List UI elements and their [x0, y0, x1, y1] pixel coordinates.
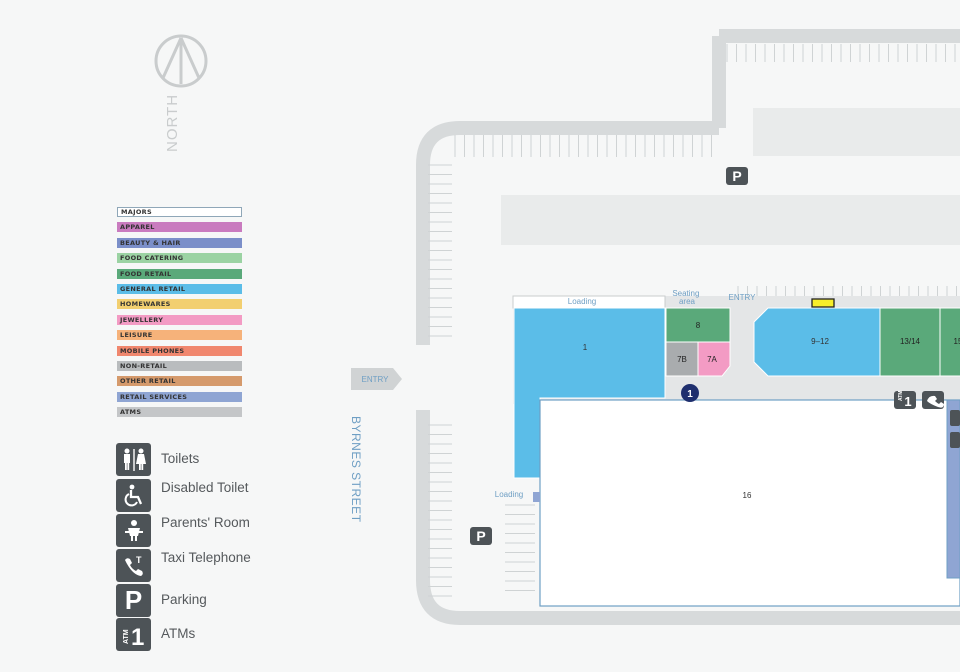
- svg-text:P: P: [732, 168, 741, 184]
- compass-label: NORTH: [164, 94, 181, 152]
- svg-text:1: 1: [904, 394, 911, 409]
- svg-text:1: 1: [131, 624, 144, 648]
- parking-badge[interactable]: P: [470, 527, 492, 545]
- seating-area-label: Seating area: [672, 289, 701, 306]
- svg-text:P: P: [476, 528, 485, 544]
- toilets-icon: [116, 443, 151, 476]
- legend-category: LEISURE: [117, 330, 242, 341]
- legend-parents-room-label: Parents' Room: [161, 515, 250, 530]
- loading-bottom-label: Loading: [495, 490, 523, 499]
- legend-category: FOOD RETAIL: [117, 268, 242, 279]
- parking-block: [501, 195, 960, 245]
- amenity-icon-partial: [950, 410, 960, 426]
- shop-7a[interactable]: [697, 341, 731, 377]
- atm-map-icon[interactable]: ATM 1: [894, 391, 916, 409]
- shop-7b[interactable]: [665, 341, 699, 377]
- legend-category: JEWELLERY: [117, 314, 242, 325]
- shop-13-14-label: 13/14: [900, 337, 921, 346]
- seating-area-text: Seating: [672, 289, 699, 298]
- parking-badge[interactable]: P: [726, 167, 748, 185]
- legend-category: RETAIL SERVICES: [117, 391, 242, 402]
- shop-9-12-label: 9–12: [811, 337, 829, 346]
- shop-15-label: 15: [954, 337, 960, 346]
- taxi-telephone-map-icon[interactable]: [922, 391, 944, 409]
- shop-16[interactable]: [539, 399, 960, 607]
- street-label: BYRNES STREET: [349, 416, 363, 523]
- entry-west-arrow: [351, 368, 402, 390]
- amenity-icon-partial: [950, 432, 960, 448]
- legend-category: MOBILE PHONES: [117, 345, 242, 356]
- shop-8-label: 8: [696, 321, 701, 330]
- legend-category: ATMS: [117, 407, 242, 418]
- svg-text:ATM: ATM: [898, 391, 904, 401]
- disabled-toilet-icon: [116, 479, 151, 512]
- yellow-marker: [811, 298, 835, 308]
- loading-top-label: Loading: [568, 297, 596, 306]
- legend-disabled-toilet-label: Disabled Toilet: [161, 480, 249, 495]
- shop-1-label: 1: [583, 343, 588, 352]
- shop-retail-services[interactable]: [946, 399, 960, 579]
- legend-category: APPAREL: [117, 222, 242, 233]
- svg-text:T: T: [136, 555, 142, 565]
- compass: NORTH: [154, 34, 208, 152]
- carpark-outline: [416, 29, 960, 625]
- shop-13-14[interactable]: [879, 307, 941, 377]
- legend-category: GENERAL RETAIL: [117, 284, 242, 294]
- svg-text:ATM: ATM: [123, 629, 130, 644]
- legend-category: MAJORS: [117, 207, 242, 217]
- legend-category: NON-RETAIL: [117, 361, 242, 371]
- location-marker[interactable]: [681, 384, 699, 402]
- legend-category: HOMEWARES: [117, 299, 242, 310]
- shop-16-label: 16: [743, 491, 752, 500]
- shop-15[interactable]: [939, 307, 960, 377]
- legend-category: BEAUTY & HAIR: [117, 237, 242, 248]
- taxi-telephone-icon: T: [116, 549, 151, 582]
- parking-icon: P: [116, 584, 151, 617]
- legend-category: OTHER RETAIL: [117, 376, 242, 387]
- shop-7b-label: 7B: [677, 355, 687, 364]
- shop-8[interactable]: [665, 307, 731, 343]
- shop-1[interactable]: [513, 307, 666, 479]
- legend-category: FOOD CATERING: [117, 253, 242, 264]
- legend-parking-label: Parking: [161, 592, 207, 607]
- legend-taxi-telephone-label: Taxi Telephone: [161, 550, 251, 565]
- legend-atms-label: ATMs: [161, 626, 196, 641]
- entry-north-label: ENTRY: [729, 293, 757, 302]
- entry-west-label: ENTRY: [362, 375, 390, 384]
- parking-block: [753, 108, 960, 156]
- legend-toilets-label: Toilets: [161, 451, 200, 466]
- parents-room-icon: [116, 514, 151, 547]
- location-marker-label: 1: [687, 389, 693, 400]
- loading-dock-bottom: [533, 492, 540, 502]
- shop-7a-label: 7A: [707, 355, 717, 364]
